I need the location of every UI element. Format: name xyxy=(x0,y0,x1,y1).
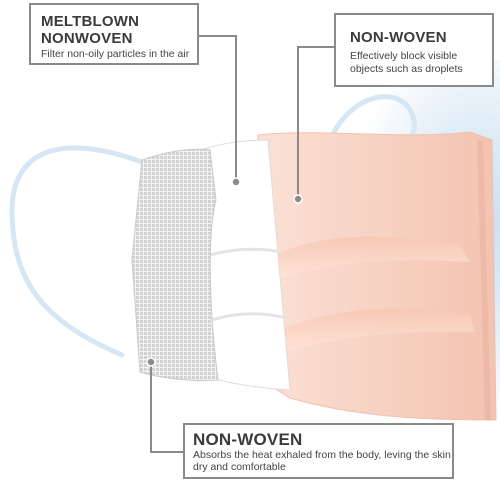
callout-meltblown-title-line1: MELTBLOWN xyxy=(41,13,140,30)
leader-line-outer xyxy=(297,46,334,199)
meltblown-layer xyxy=(199,139,291,391)
callout-outer-layer-title: NON-WOVEN xyxy=(350,29,447,46)
meltblown-fold xyxy=(211,312,287,322)
callout-meltblown-description: Filter non-oily particles in the air xyxy=(41,48,190,60)
outer-nonwoven-layer xyxy=(257,131,497,421)
leader-line-inner xyxy=(150,362,183,453)
inner-nonwoven-layer xyxy=(131,148,219,381)
callout-inner-layer-description: Absorbs the heat exhaled from the body, … xyxy=(193,449,451,473)
callout-inner-layer: NON-WOVEN Absorbs the heat exhaled from … xyxy=(183,423,454,479)
meltblown-fold xyxy=(209,247,283,257)
outer-layer-fold xyxy=(275,236,470,280)
left-ear-loop xyxy=(9,145,153,358)
callout-inner-layer-title: NON-WOVEN xyxy=(193,430,303,449)
pointer-dot-meltblown xyxy=(231,177,241,187)
pointer-dot-outer xyxy=(293,194,303,204)
callout-outer-layer-description: Effectively block visible objects such a… xyxy=(350,50,463,75)
callout-outer-layer: NON-WOVEN Effectively block visible obje… xyxy=(334,13,494,87)
outer-layer-fold xyxy=(280,308,475,352)
pointer-dot-inner xyxy=(146,357,156,367)
leader-line-meltblown xyxy=(199,35,237,182)
outer-layer-edge xyxy=(477,139,491,421)
callout-meltblown: MELTBLOWN NONWOVEN Filter non-oily parti… xyxy=(29,3,199,65)
callout-meltblown-title-line2: NONWOVEN xyxy=(41,30,133,47)
